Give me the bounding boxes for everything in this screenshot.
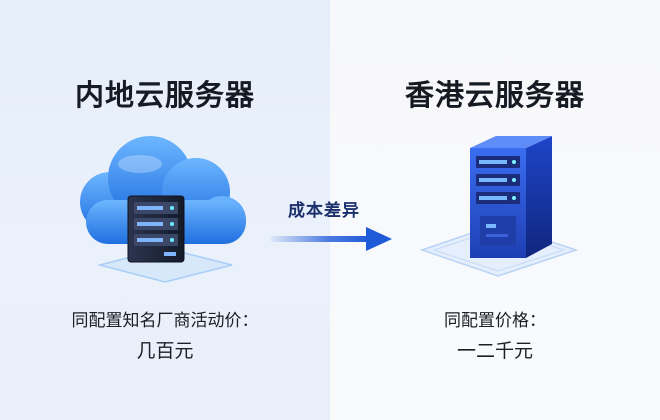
server-rack-icon: [419, 136, 579, 277]
mainland-title: 内地云服务器: [74, 78, 255, 112]
cost-difference-arrow: 成本差异: [268, 196, 394, 256]
arrow-right-icon: [270, 227, 392, 251]
mainland-price-label: 同配置知名厂商活动价：: [71, 311, 259, 331]
mainland-price-value: 几百元: [136, 340, 194, 362]
cloud-server-icon: [80, 136, 246, 283]
hongkong-panel: 香港云服务器: [330, 0, 660, 420]
hongkong-price-label: 同配置价格：: [444, 311, 546, 331]
mainland-price-caption: 同配置知名厂商活动价： 几百元: [0, 306, 330, 366]
hongkong-price-value: 一二千元: [456, 340, 533, 362]
hongkong-price-caption: 同配置价格： 一二千元: [330, 306, 660, 366]
hongkong-title: 香港云服务器: [404, 78, 585, 112]
cost-difference-label: 成本差异: [288, 201, 360, 221]
mainland-panel: 内地云服务器: [0, 0, 330, 420]
